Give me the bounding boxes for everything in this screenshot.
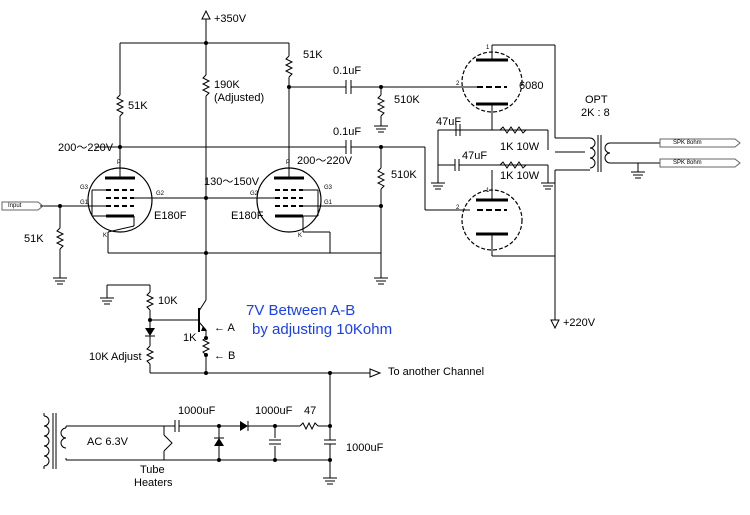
speaker-tag-2: SPK 8ohm xyxy=(673,160,702,166)
pin-p-right: P xyxy=(286,160,291,166)
pin-g1-left: G1 xyxy=(80,200,89,206)
pin-1-lower: 1 xyxy=(486,188,490,194)
speaker-tags xyxy=(659,138,741,168)
c-47-b-label: 47uF xyxy=(462,150,488,162)
input-resistor xyxy=(53,204,67,285)
r-1k-10w-b-label: 1K 10W xyxy=(500,170,540,182)
r-10k-adjust-label: 10K Adjust xyxy=(89,351,142,363)
tube-left-label: E180F xyxy=(154,210,187,222)
pin-k-left: K xyxy=(103,233,108,239)
adjust-note-line2: by adjusting 10Kohm xyxy=(252,321,393,338)
c-01-mid-label: 0.1uF xyxy=(333,126,362,138)
r-190k-note: (Adjusted) xyxy=(214,92,265,104)
pin-g1-right: G1 xyxy=(324,200,333,206)
output-transformer xyxy=(550,45,660,330)
r-51k-input-label: 51K xyxy=(24,233,44,245)
r-47-label: 47 xyxy=(304,405,317,417)
pin-1-upper: 1 xyxy=(486,45,490,51)
pin-g2-left: G2 xyxy=(156,191,165,197)
c-01-top-label: 0.1uF xyxy=(333,65,362,77)
heaters-label-line1: Tube xyxy=(140,464,165,476)
opt-name-label: OPT xyxy=(585,94,608,106)
c-47-a-label: 47uF xyxy=(436,116,462,128)
pin-g2-right: G2 xyxy=(250,191,259,197)
pin-g3-right: G3 xyxy=(324,185,333,191)
point-b-label: ← B xyxy=(214,350,236,362)
resistor-510k-mid xyxy=(374,147,388,285)
pin-g3-left: G3 xyxy=(80,185,89,191)
opt-ratio-label: 2K : 8 xyxy=(581,107,610,119)
input-tag: Input xyxy=(8,203,22,209)
ac-label: AC 6.3V xyxy=(87,436,128,448)
cathode-network xyxy=(431,124,555,190)
r-190k-label: 190K xyxy=(214,79,240,91)
input-tag-shape xyxy=(1,201,44,211)
regulator-section xyxy=(100,253,382,378)
r-510k-mid-label: 510K xyxy=(391,169,417,181)
another-channel-label: To another Channel xyxy=(388,366,485,378)
tube-6080-upper xyxy=(461,44,555,130)
tube-6080-label: 6080 xyxy=(519,80,544,92)
coupling-wire-mid xyxy=(95,140,425,154)
point-a-label: ← A xyxy=(214,322,235,334)
resistor-510k-top xyxy=(374,87,388,133)
pin-p-left: P xyxy=(117,160,122,166)
resistor-51k-left xyxy=(115,94,125,160)
r-1k-label: 1K xyxy=(183,332,197,344)
b-plus-label: +350V xyxy=(214,13,247,25)
r-510k-top-label: 510K xyxy=(394,94,420,106)
tube-e180f-right xyxy=(204,160,383,253)
v-cathode-label: 130～150V xyxy=(204,176,260,188)
resistor-190k xyxy=(201,74,211,253)
v-plate-left-label: 200～220V xyxy=(58,142,114,154)
heater-supply xyxy=(43,373,337,485)
adjust-note-line1: 7V Between A-B xyxy=(246,302,356,319)
resistor-51k-right xyxy=(284,55,294,160)
c-1000-b-label: 1000uF xyxy=(255,405,293,417)
tube-right-label: E180F xyxy=(231,210,264,222)
pin-2-lower: 2 xyxy=(456,205,460,211)
r-51k-left-label: 51K xyxy=(128,100,148,112)
c-1000-c-label: 1000uF xyxy=(346,442,384,454)
b-plus-rail xyxy=(119,41,290,95)
b-plus-arrow xyxy=(201,9,211,43)
r-51k-right-label: 51K xyxy=(303,49,323,61)
speaker-tag-1: SPK 8ohm xyxy=(673,140,702,146)
heaters-label-line2: Heaters xyxy=(134,477,173,489)
v-plate-right-label: 200～220V xyxy=(297,155,353,167)
pin-2-upper: 2 xyxy=(456,81,460,87)
c-1000-a-label: 1000uF xyxy=(178,405,216,417)
pin-k-right: K xyxy=(298,233,303,239)
tube-e180f-left xyxy=(40,160,381,254)
r-1k-10w-a-label: 1K 10W xyxy=(500,141,540,153)
tube-6080-lower xyxy=(461,170,555,257)
r-10k-label: 10K xyxy=(158,295,178,307)
coupling-wire-top xyxy=(287,80,470,94)
b-plus-out-label: +220V xyxy=(563,317,596,329)
